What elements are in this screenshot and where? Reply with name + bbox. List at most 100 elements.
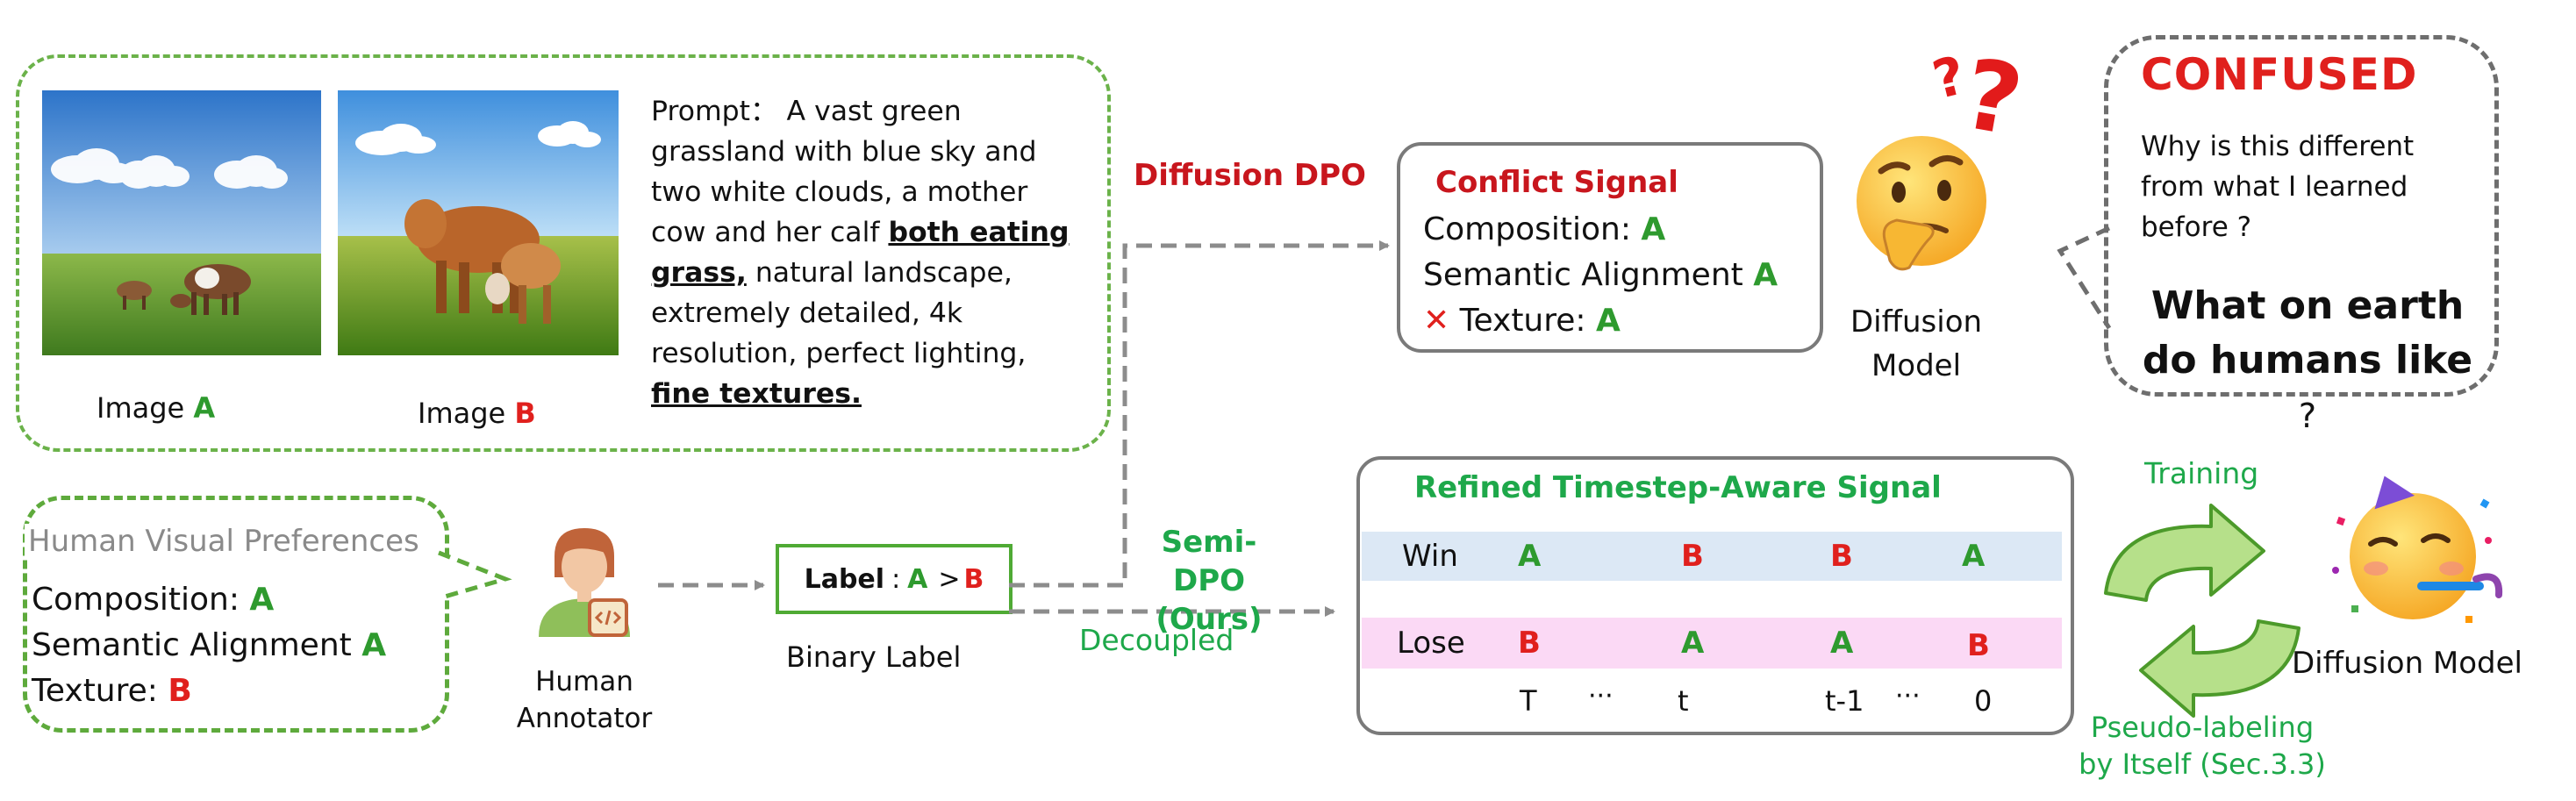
conflict-box	[1397, 142, 1823, 353]
conflict-texture-label: Texture:	[1459, 303, 1586, 339]
binary-label-box: Label : A > B	[776, 544, 1013, 614]
conflict-title: Conflict Signal	[1435, 165, 1678, 200]
human-prefs-title: Human Visual Preferences	[25, 524, 423, 559]
lose-value: A	[1681, 626, 1705, 661]
confused-question-mark: ?	[2298, 397, 2317, 435]
binary-label-b: B	[963, 563, 984, 595]
training-label: Training	[2144, 456, 2259, 490]
confused-bubble-tail	[2057, 225, 2112, 330]
pref-composition-label: Composition:	[32, 582, 240, 618]
semi-dpo-line-2: (Ours)	[1156, 602, 1263, 637]
conflict-composition-value: A	[1641, 211, 1666, 247]
conflict-texture: ✕ Texture: A	[1423, 298, 1778, 344]
conflict-texture-value: A	[1596, 303, 1621, 339]
lose-value: A	[1830, 626, 1854, 661]
win-band	[1362, 532, 2062, 581]
prompt-bold-1: both eating grass,	[651, 217, 1070, 289]
refined-title: Refined Timestep-Aware Signal	[1414, 470, 1942, 505]
prompt-head: Prompt： A vast green grassland with blue…	[651, 96, 1037, 248]
pseudo-line-1: Pseudo-labeling	[2090, 711, 2315, 744]
semi-dpo-label: Semi-DPO (Ours)	[1130, 523, 1288, 639]
annotator-line-2: Annotator	[516, 703, 653, 734]
image-a-caption: Image A	[97, 391, 215, 425]
conflict-semantic-value: A	[1753, 257, 1778, 293]
win-value: B	[1681, 539, 1704, 574]
party-emoji-icon	[2332, 476, 2503, 623]
conflict-semantic-label: Semantic Alignment	[1423, 257, 1743, 293]
human-prefs-list: Composition: A Semantic Alignment A Text…	[32, 577, 386, 714]
cycle-arrows-icon	[2104, 504, 2301, 718]
image-b-letter: B	[514, 397, 536, 430]
prompt-text: Prompt： A vast green grassland with blue…	[651, 91, 1081, 414]
cross-icon: ✕	[1423, 303, 1450, 339]
binary-label-gt: >	[938, 563, 961, 595]
pref-composition-value: A	[249, 582, 275, 618]
image-b	[338, 90, 619, 355]
lose-value: B	[1518, 626, 1541, 661]
binary-label-caption: Binary Label	[786, 640, 962, 674]
lose-label: Lose	[1397, 626, 1465, 661]
human-prefs-tail	[438, 550, 512, 601]
annotator-line-1: Human	[535, 666, 633, 697]
confused-text: Why is this different from what I learne…	[2141, 126, 2414, 247]
annotator-label: Human Annotator	[514, 663, 655, 737]
binary-label-sep: :	[891, 563, 901, 595]
pseudo-line-2: by Itself (Sec.3.3)	[2079, 747, 2326, 781]
lose-band	[1362, 618, 2062, 669]
human-prefs-box	[23, 496, 449, 733]
pref-composition: Composition: A	[32, 577, 386, 623]
refined-box	[1356, 456, 2074, 735]
win-value: B	[1830, 539, 1853, 574]
diffusion-model-top-label: Diffusion Model	[1846, 300, 1986, 388]
prompt-mid: natural landscape, extremely detailed, 4…	[651, 257, 1027, 369]
timestep-label: ···	[1895, 681, 1921, 712]
question-marks-icon: ? ?	[1927, 38, 2030, 147]
timestep-label: T	[1520, 684, 1537, 718]
pref-semantic-value: A	[361, 627, 387, 663]
conflict-composition-label: Composition:	[1423, 211, 1631, 247]
image-a-letter: A	[193, 391, 216, 425]
image-a	[42, 90, 321, 355]
confused-line-1: Why is this different	[2141, 131, 2415, 162]
conflict-list: Composition: A Semantic Alignment A ✕ Te…	[1423, 207, 1778, 344]
pseudo-label: Pseudo-labeling by Itself (Sec.3.3)	[2062, 709, 2343, 783]
diffusion-model-top-line-1: Diffusion	[1850, 304, 1983, 340]
timestep-label: ···	[1588, 681, 1614, 712]
conflict-composition: Composition: A	[1423, 207, 1778, 253]
prompt-bold-2: fine textures.	[651, 378, 862, 410]
diffusion-model-top-line-2: Model	[1871, 348, 1962, 383]
lose-value: B	[1967, 628, 1990, 663]
timestep-label: 0	[1974, 684, 1993, 718]
image-b-caption: Image B	[418, 397, 536, 430]
confused-title: CONFUSED	[2141, 49, 2418, 100]
pref-texture-value: B	[168, 673, 192, 709]
confused-question-line-2-text: do humans like	[2142, 338, 2473, 383]
confused-line-2: from what I learned	[2141, 171, 2408, 203]
win-value: A	[1962, 539, 1986, 574]
image-a-label: Image	[97, 391, 185, 425]
person-icon	[539, 528, 630, 637]
timestep-label: t	[1678, 684, 1689, 718]
win-value: A	[1518, 539, 1542, 574]
win-label: Win	[1402, 539, 1458, 574]
pref-semantic-label: Semantic Alignment	[32, 627, 352, 663]
decoupled-label: Decoupled	[1079, 623, 1234, 657]
pref-texture: Texture: B	[32, 669, 386, 714]
confused-question: What on earth do humans like ?	[2132, 279, 2483, 443]
timestep-label: t-1	[1825, 684, 1864, 718]
confused-question-line-1: What on earth	[2150, 283, 2465, 328]
pref-semantic: Semantic Alignment A	[32, 623, 386, 669]
binary-label-a: A	[907, 563, 928, 595]
image-b-label: Image	[418, 397, 506, 430]
confused-bubble	[2104, 35, 2499, 397]
pref-texture-label: Texture:	[32, 673, 158, 709]
confused-line-3: before ?	[2141, 211, 2252, 243]
confused-question-line-2: do humans like ?	[2132, 333, 2483, 443]
binary-label-word: Label	[804, 563, 885, 595]
conflict-semantic: Semantic Alignment A	[1423, 253, 1778, 298]
semi-dpo-line-1: Semi-DPO	[1161, 525, 1257, 598]
diffusion-model-bottom-label: Diffusion Model	[2292, 646, 2523, 681]
thinking-emoji-icon	[1857, 136, 1986, 271]
diffusion-dpo-label: Diffusion DPO	[1134, 158, 1366, 193]
prompt-panel	[16, 54, 1111, 452]
